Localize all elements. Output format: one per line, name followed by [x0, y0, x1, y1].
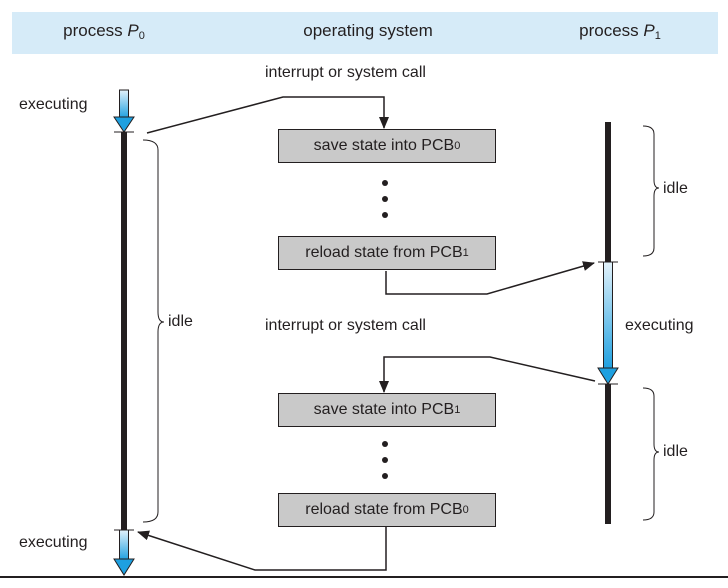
- ellipsis-dots-top: [382, 180, 388, 218]
- ellipsis-dots-bottom: [382, 441, 388, 479]
- interrupt-label-middle: interrupt or system call: [265, 317, 426, 334]
- p0-idle-label: idle: [168, 313, 193, 330]
- dispatch-arrow-os-to-p0: [137, 527, 387, 571]
- p1-idle-timeline-bottom: [605, 384, 611, 524]
- p1-executing-arrow: [597, 261, 619, 385]
- dispatch-arrow-os-to-p1: [385, 261, 595, 295]
- p0-executing-arrow-bottom: [113, 529, 135, 576]
- p1-idle-label-top: idle: [663, 180, 688, 197]
- p0-idle-brace: [142, 139, 165, 523]
- operating-system-header: operating system: [303, 21, 433, 40]
- p1-idle-timeline-top: [605, 122, 611, 262]
- p1-idle-label-bottom: idle: [663, 443, 688, 460]
- p1-executing-label: executing: [625, 317, 694, 334]
- process-p1-header: process P1: [579, 21, 661, 42]
- p1-idle-brace-bottom: [642, 387, 660, 521]
- interrupt-label-top: interrupt or system call: [265, 64, 426, 81]
- p0-executing-label-bottom: executing: [19, 534, 88, 551]
- interrupt-arrow-p1-to-os: [379, 356, 596, 393]
- header-band: [12, 12, 718, 54]
- p0-executing-label-top: executing: [19, 96, 88, 113]
- p0-idle-timeline: [121, 132, 127, 530]
- interrupt-arrow-p0-to-os: [146, 96, 389, 134]
- p0-executing-arrow-top: [113, 89, 135, 133]
- p1-idle-brace-top: [642, 125, 660, 257]
- process-p0-header: process P0: [63, 21, 145, 42]
